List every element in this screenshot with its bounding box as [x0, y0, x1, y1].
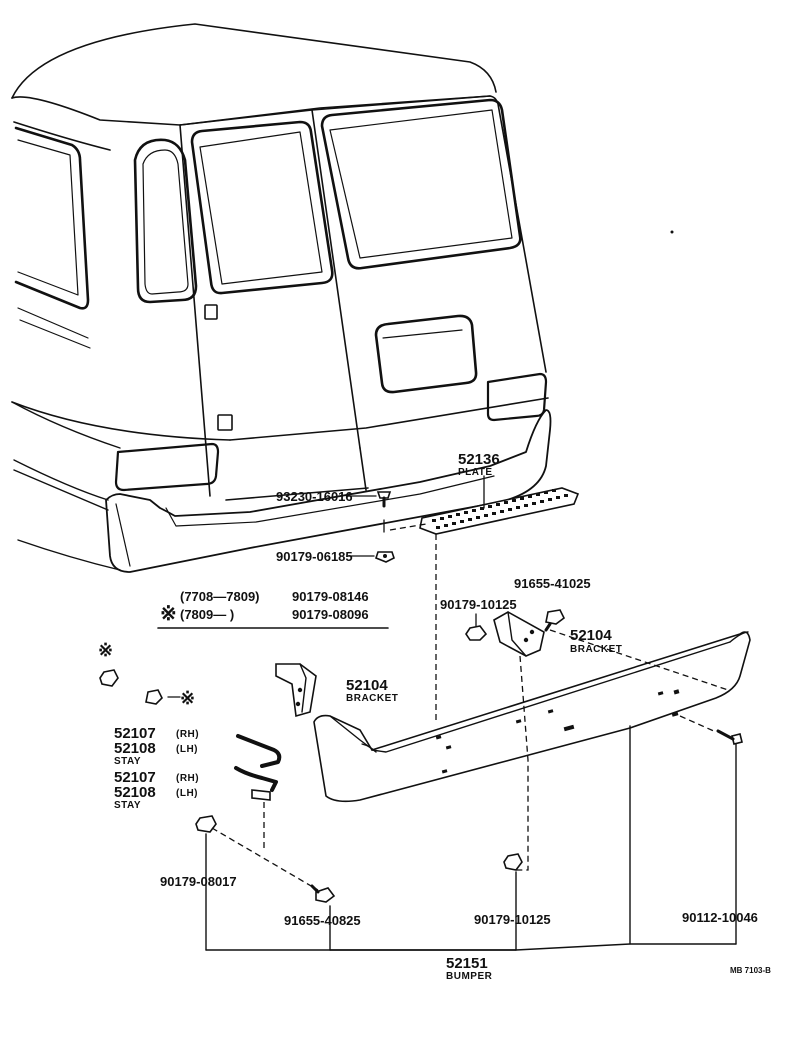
nut-right-part-number: 90179-10125: [440, 597, 517, 612]
bumper-part: [313, 631, 751, 803]
nut-plate-part-number: 90179-06185: [276, 549, 353, 564]
bracket-left-name: BRACKET: [346, 693, 398, 704]
stay1-lh-tag: (LH): [176, 744, 198, 755]
legend-row1-range: (7708—7809): [180, 589, 260, 604]
plate-part-number: 52136: [458, 451, 500, 468]
bracket-right-part-number: 52104: [570, 627, 612, 644]
stay2-lh-number: 52108: [114, 784, 156, 801]
bumper-part-name: BUMPER: [446, 971, 493, 982]
stay2-rh-number: 52107: [114, 769, 156, 786]
stay1-name: STAY: [114, 756, 141, 767]
van-body: [11, 23, 552, 573]
asterisk-mark-top: ※: [98, 640, 113, 660]
bracket-left-part: [275, 663, 317, 718]
legend-row2-part: 90179-08096: [292, 607, 369, 622]
bolt-left-bottom-part-number: 91655-40825: [284, 913, 361, 928]
legend-row2-range: (7809— ): [180, 607, 234, 622]
bracket-right-part: [493, 611, 545, 657]
bolt-right-bottom-part-number: 90112-10046: [682, 910, 758, 925]
drawing-reference-code: MB 7103-B: [730, 966, 771, 975]
bolt-right-part-number: 91655-41025: [514, 576, 591, 591]
stay1-lh-number: 52108: [114, 740, 156, 757]
callout-labels: 52136 PLATE 93230-16016 90179-06185 ※ (7…: [98, 451, 771, 982]
nut-center-bottom-part-number: 90179-10125: [474, 912, 551, 927]
step-plate: [419, 487, 580, 535]
stay2-name: STAY: [114, 800, 141, 811]
door-handle: [204, 304, 218, 320]
asterisk-mark-side: ※: [180, 688, 195, 708]
bracket-left-part-number: 52104: [346, 677, 388, 694]
stay-parts: [234, 734, 282, 801]
stay2-rh-tag: (RH): [176, 773, 199, 784]
legend-row1-part: 90179-08146: [292, 589, 369, 604]
bumper-part-number: 52151: [446, 955, 488, 972]
stay1-rh-tag: (RH): [176, 729, 199, 740]
fasteners: [99, 491, 743, 903]
plate-part-name: PLATE: [458, 467, 493, 478]
bracket-right-name: BRACKET: [570, 644, 622, 655]
stay1-rh-number: 52107: [114, 725, 156, 742]
license-lamp: [217, 414, 233, 431]
leader-lines: [157, 475, 737, 951]
stay2-lh-tag: (LH): [176, 788, 198, 799]
nut-left-bottom-part-number: 90179-08017: [160, 874, 237, 889]
registration-dot: [670, 230, 674, 234]
legend-asterisk: ※: [160, 603, 177, 625]
screw-part-number: 93230-16016: [276, 489, 353, 504]
